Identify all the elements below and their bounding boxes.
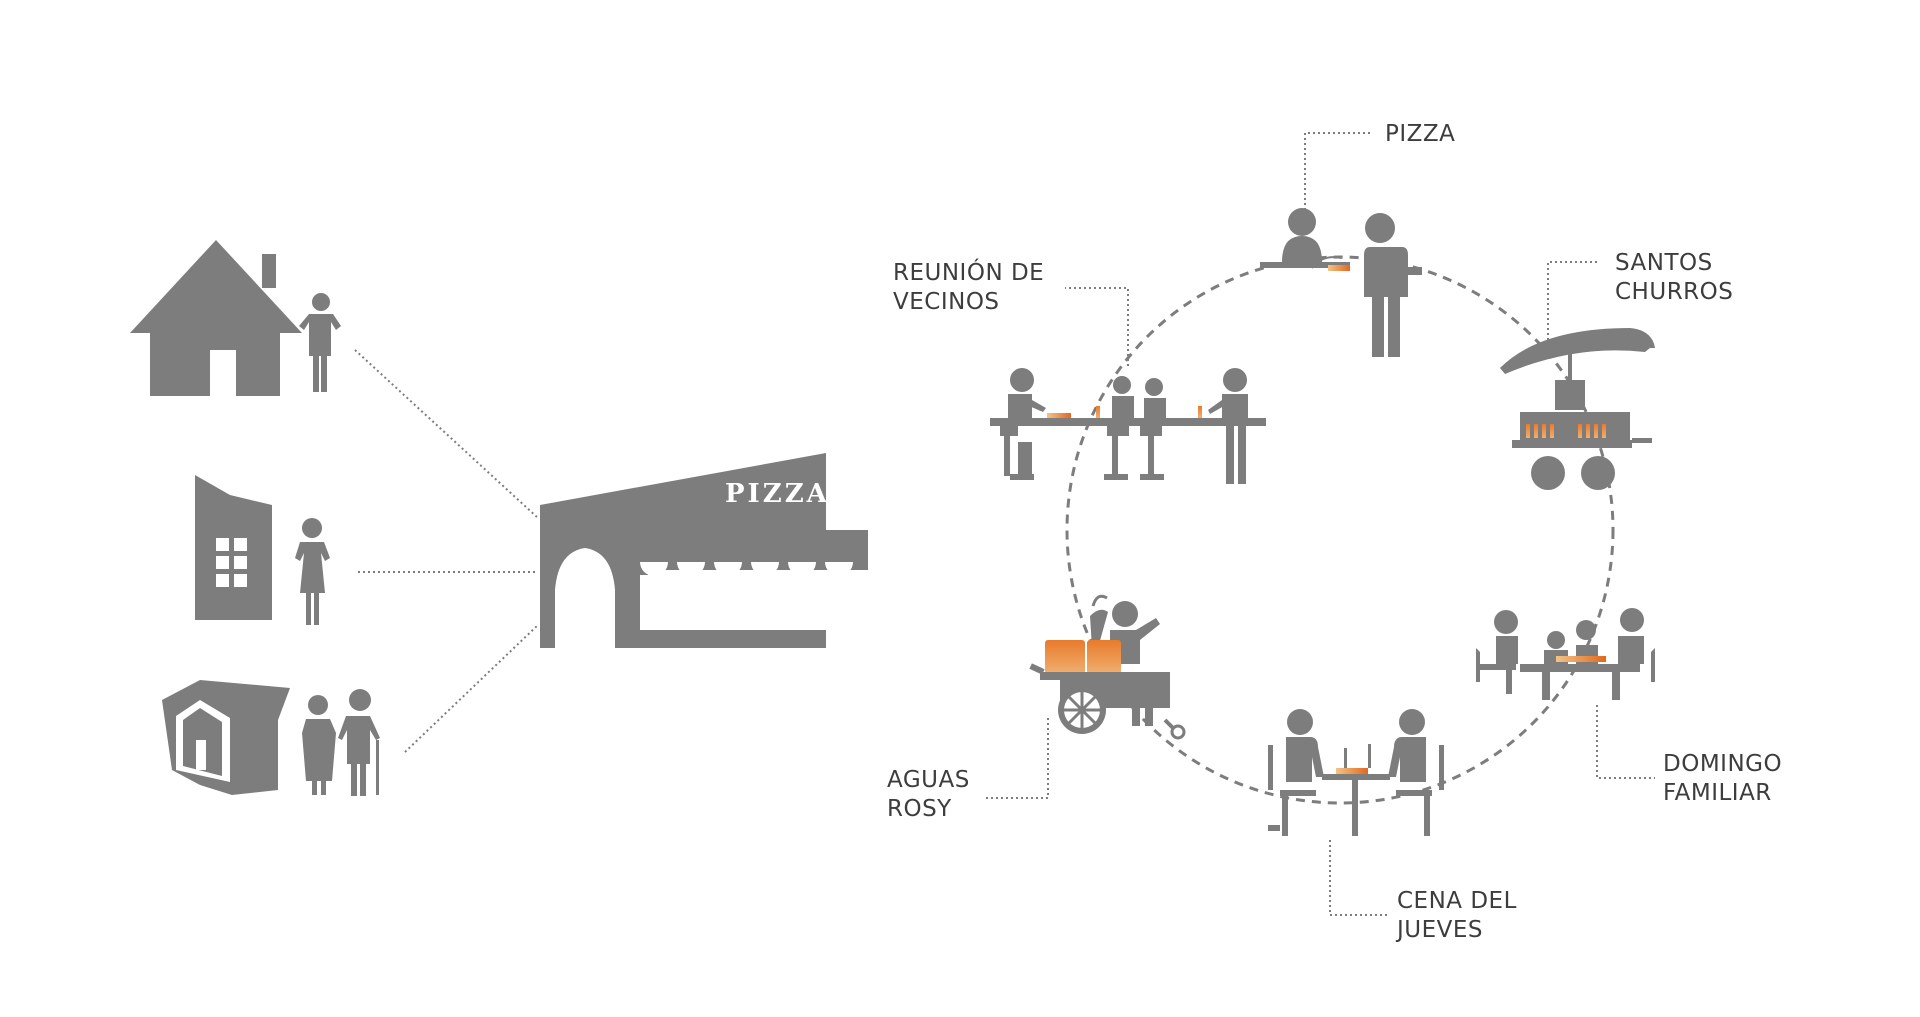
elderly-couple-icon [302,689,380,796]
water-cart-icon [1029,594,1186,740]
label-santos-churros: SANTOS CHURROS [1615,250,1733,305]
awning-scallops [640,562,853,576]
left-connectors [354,349,539,753]
churro-cart-icon [1500,328,1655,490]
label-reunion-de-vecinos: REUNIÓN DE VECINOS [893,258,1052,315]
couple-dinner-icon [1268,709,1444,836]
label-pizza: PIZZA [1385,121,1455,147]
woman-icon [295,518,330,625]
shop-sign-text: PIZZA [725,479,830,509]
pizza-vendor-icon [1260,208,1422,357]
neighbors-bar-icon [990,368,1266,484]
label-domingo-familiar: DOMINGO FAMILIAR [1663,751,1790,806]
leader-lines [985,132,1655,916]
cabin-icon [162,680,290,795]
label-cena-del-jueves: CENA DEL JUEVES [1395,888,1525,943]
man-icon [299,293,341,392]
house-icon [130,240,302,396]
pizza-shop-icon: PIZZA [540,453,868,648]
label-aguas-rosy: AGUAS ROSY [887,767,978,822]
residences-group [130,240,380,796]
scene-labels: PIZZA SANTOS CHURROS DOMINGO FAMILIAR CE… [887,121,1790,943]
family-table-icon [1476,608,1655,700]
building-icon [195,475,272,620]
